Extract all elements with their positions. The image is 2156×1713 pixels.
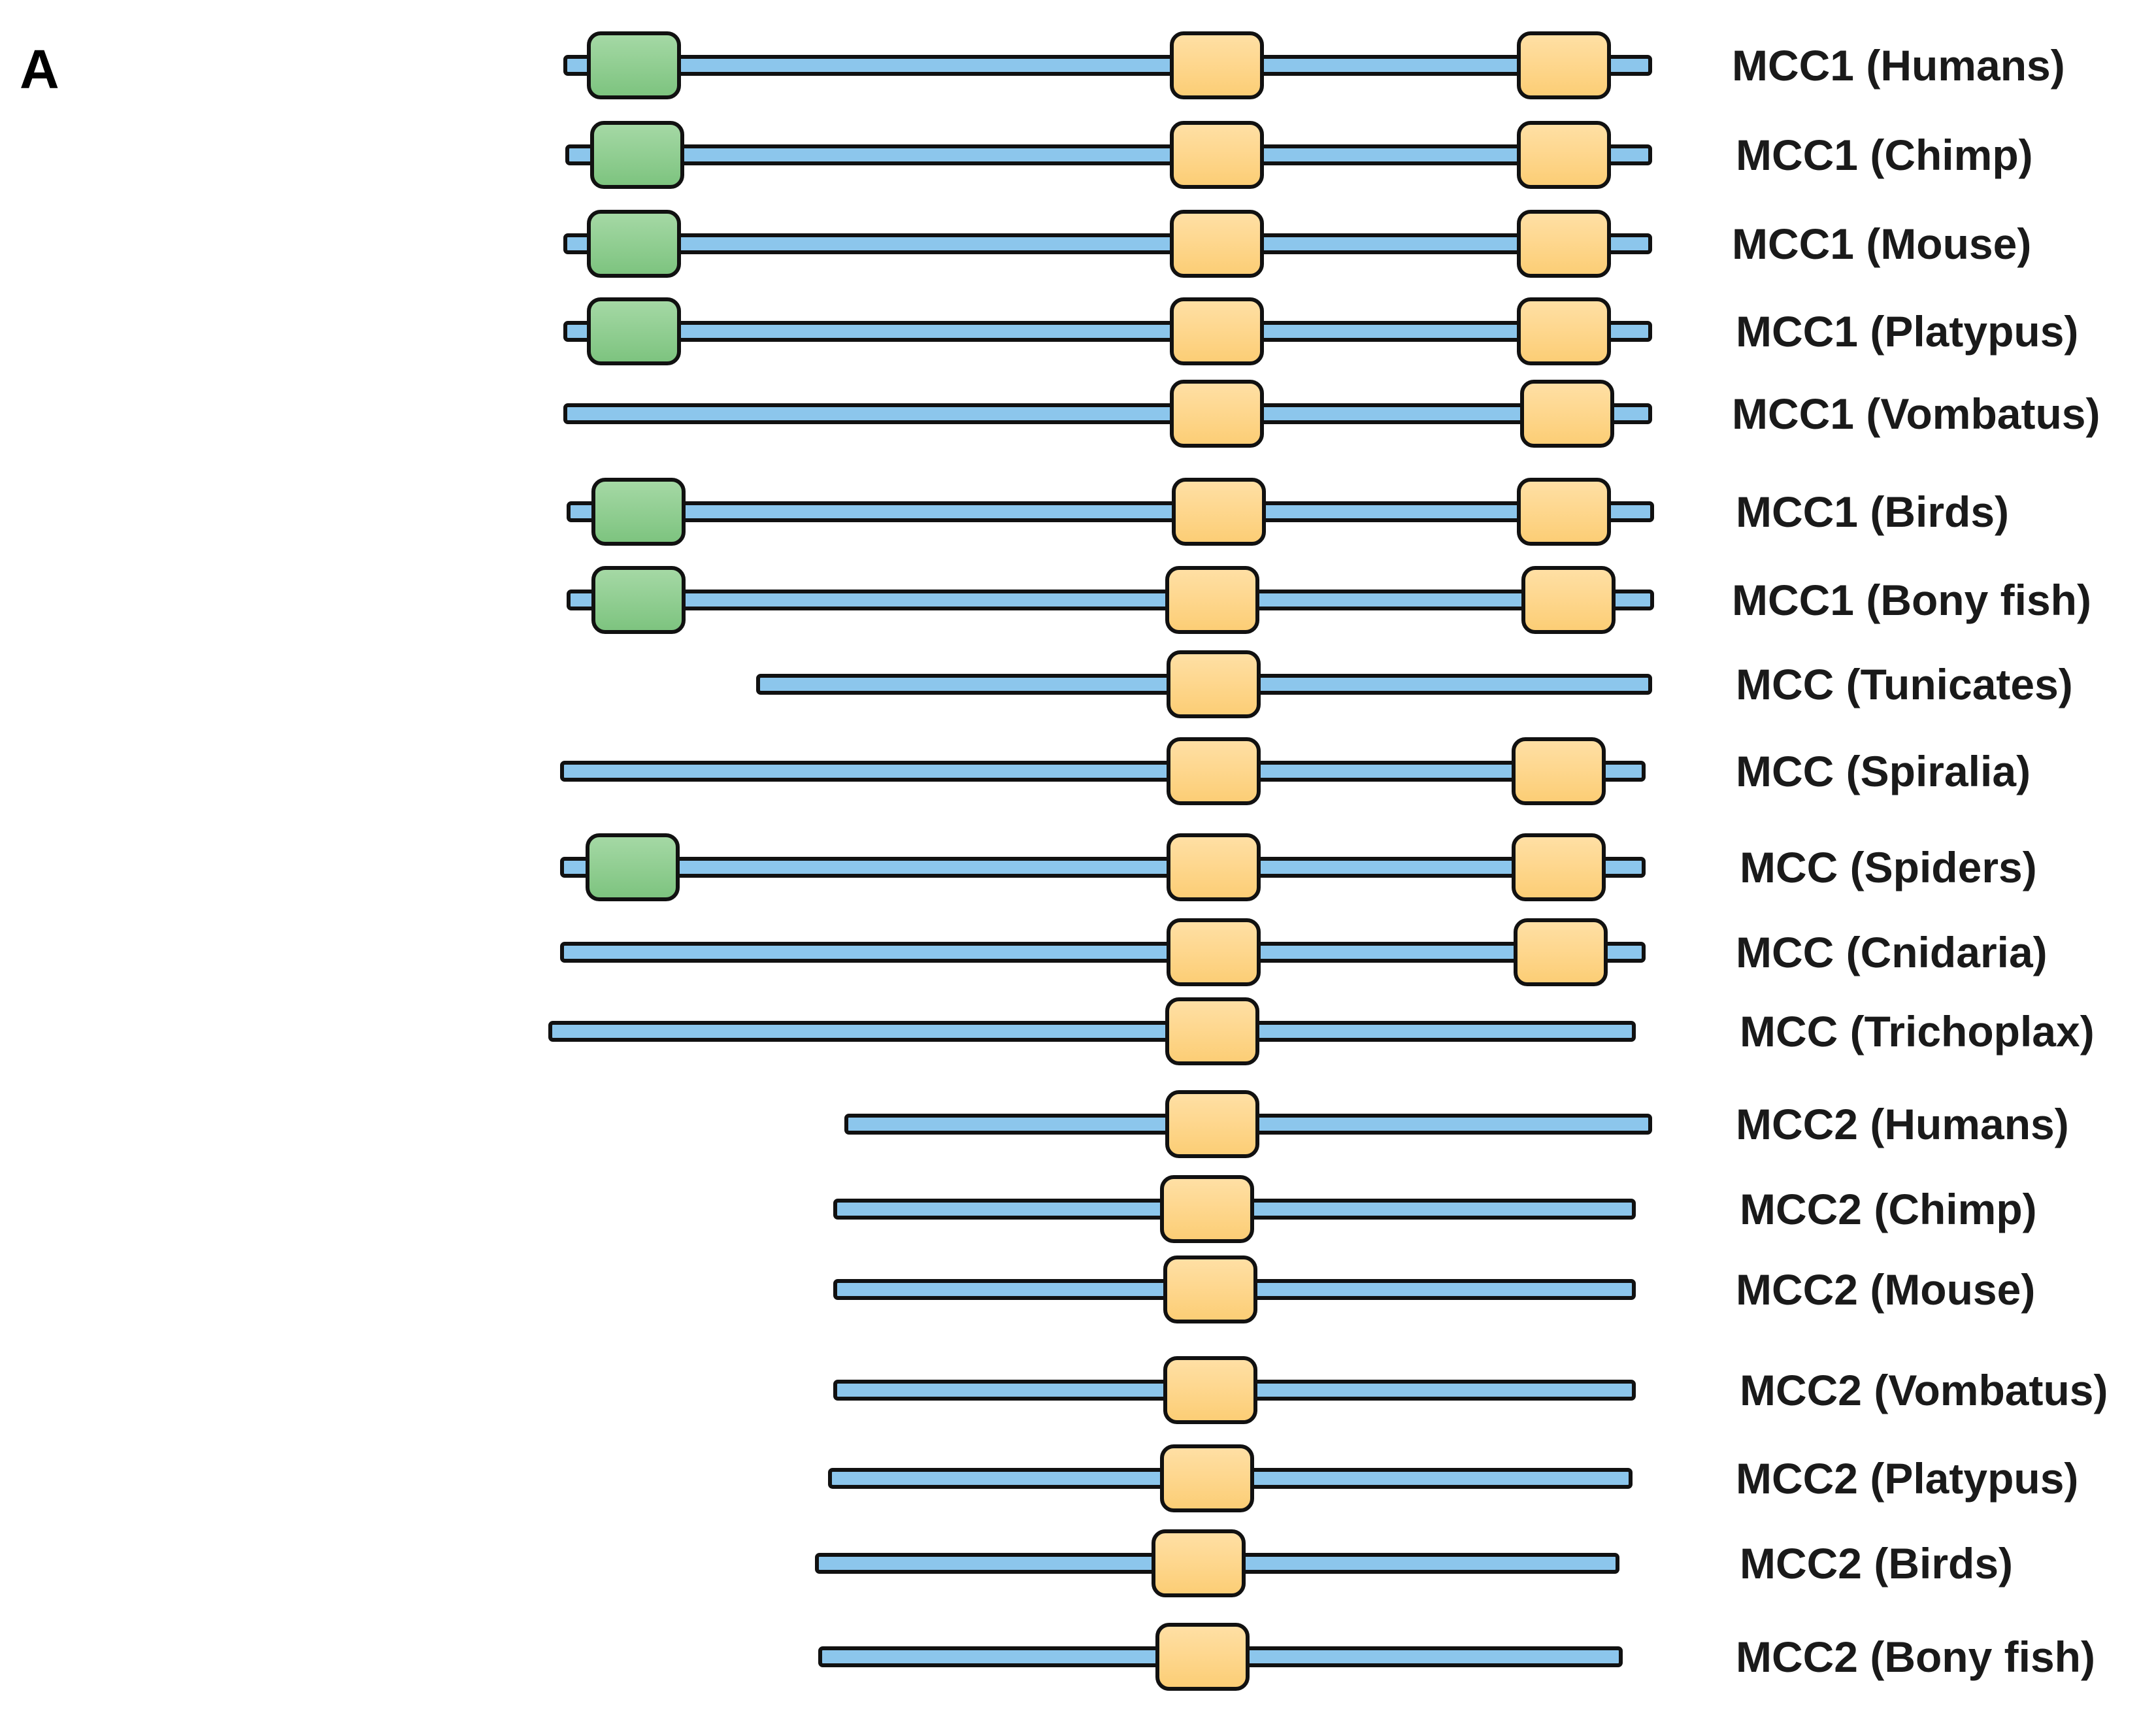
domain-box-green (586, 833, 680, 901)
protein-row: MCC1 (Birds) (567, 478, 2009, 546)
domain-box-orange (1167, 737, 1261, 805)
domain-box-orange (1517, 478, 1611, 546)
protein-row: MCC (Spiralia) (560, 737, 2031, 805)
domain-box-orange (1170, 121, 1264, 189)
domain-box-orange (1167, 833, 1261, 901)
protein-row: MCC (Trichoplax) (548, 997, 2095, 1065)
row-label: MCC1 (Chimp) (1736, 131, 2033, 179)
domain-box-orange (1155, 1623, 1250, 1691)
row-label: MCC2 (Bony fish) (1736, 1633, 2095, 1681)
domain-box-orange (1517, 297, 1611, 365)
domain-box-orange (1520, 380, 1614, 448)
domain-box-orange (1170, 31, 1264, 99)
protein-row: MCC (Cnidaria) (560, 918, 2048, 986)
protein-backbone (563, 55, 1652, 76)
row-label: MCC (Cnidaria) (1736, 928, 2048, 976)
domain-box-orange (1514, 918, 1608, 986)
domain-box-orange (1512, 737, 1606, 805)
row-label: MCC2 (Chimp) (1740, 1185, 2037, 1233)
domain-box-green (587, 297, 681, 365)
protein-backbone (560, 857, 1646, 878)
row-label: MCC1 (Mouse) (1732, 220, 2031, 268)
protein-row: MCC2 (Platypus) (828, 1444, 2078, 1512)
protein-row: MCC2 (Humans) (844, 1090, 2069, 1158)
domain-box-green (587, 210, 681, 278)
domain-box-orange (1521, 566, 1616, 634)
protein-row: MCC (Spiders) (560, 833, 2037, 901)
domain-box-orange (1163, 1256, 1257, 1323)
protein-row: MCC1 (Chimp) (565, 121, 2033, 189)
row-label: MCC (Spiders) (1740, 843, 2037, 891)
row-label: MCC2 (Humans) (1736, 1100, 2069, 1148)
row-label: MCC2 (Birds) (1740, 1539, 2013, 1588)
protein-backbone (563, 321, 1652, 342)
protein-backbone (560, 942, 1646, 963)
domain-box-orange (1165, 997, 1259, 1065)
domain-box-green (590, 121, 684, 189)
protein-row: MCC2 (Mouse) (833, 1256, 2035, 1323)
domain-box-orange (1172, 478, 1266, 546)
row-label: MCC1 (Vombatus) (1732, 390, 2100, 438)
domain-box-green (591, 566, 686, 634)
protein-row: MCC1 (Vombatus) (563, 380, 2100, 448)
protein-backbone (563, 403, 1652, 424)
protein-row: MCC (Tunicates) (756, 650, 2073, 718)
domain-box-orange (1517, 121, 1611, 189)
domain-box-orange (1517, 210, 1611, 278)
domain-box-green (591, 478, 686, 546)
panel-label: A (20, 39, 59, 100)
domain-box-orange (1167, 918, 1261, 986)
row-label: MCC1 (Birds) (1736, 488, 2009, 536)
domain-box-orange (1165, 1090, 1259, 1158)
protein-backbone (548, 1021, 1636, 1042)
row-label: MCC (Spiralia) (1736, 747, 2031, 795)
domain-box-orange (1160, 1444, 1254, 1512)
domain-box-orange (1170, 380, 1264, 448)
protein-row: MCC2 (Vombatus) (833, 1356, 2108, 1424)
domain-box-orange (1512, 833, 1606, 901)
domain-box-orange (1160, 1175, 1254, 1243)
protein-backbone (560, 761, 1646, 782)
row-label: MCC2 (Mouse) (1736, 1265, 2035, 1314)
row-label: MCC2 (Vombatus) (1740, 1366, 2108, 1414)
protein-row: MCC1 (Bony fish) (567, 566, 2091, 634)
domain-box-green (587, 31, 681, 99)
protein-backbone (567, 501, 1654, 522)
domain-box-orange (1167, 650, 1261, 718)
protein-row: MCC1 (Mouse) (563, 210, 2031, 278)
row-label: MCC1 (Bony fish) (1732, 576, 2091, 624)
protein-backbone (565, 144, 1652, 165)
protein-row: MCC2 (Chimp) (833, 1175, 2037, 1243)
row-label: MCC1 (Platypus) (1736, 307, 2078, 356)
protein-row: MCC2 (Birds) (815, 1529, 2013, 1597)
domain-box-orange (1170, 210, 1264, 278)
row-label: MCC2 (Platypus) (1736, 1454, 2078, 1503)
domain-box-orange (1163, 1356, 1257, 1424)
row-label: MCC (Tunicates) (1736, 660, 2073, 708)
domain-box-orange (1165, 566, 1259, 634)
domain-box-orange (1517, 31, 1611, 99)
protein-backbone (567, 590, 1654, 610)
protein-row: MCC2 (Bony fish) (818, 1623, 2095, 1691)
protein-row: MCC1 (Platypus) (563, 297, 2078, 365)
protein-backbone (563, 233, 1652, 254)
domain-box-orange (1170, 297, 1264, 365)
protein-row: MCC1 (Humans) (563, 31, 2065, 99)
row-label: MCC (Trichoplax) (1740, 1007, 2095, 1056)
domain-box-orange (1152, 1529, 1246, 1597)
protein-rows: MCC1 (Humans) MCC1 (Chimp) MCC1 (Mouse) MCC… (548, 31, 2108, 1691)
row-label: MCC1 (Humans) (1732, 41, 2065, 90)
